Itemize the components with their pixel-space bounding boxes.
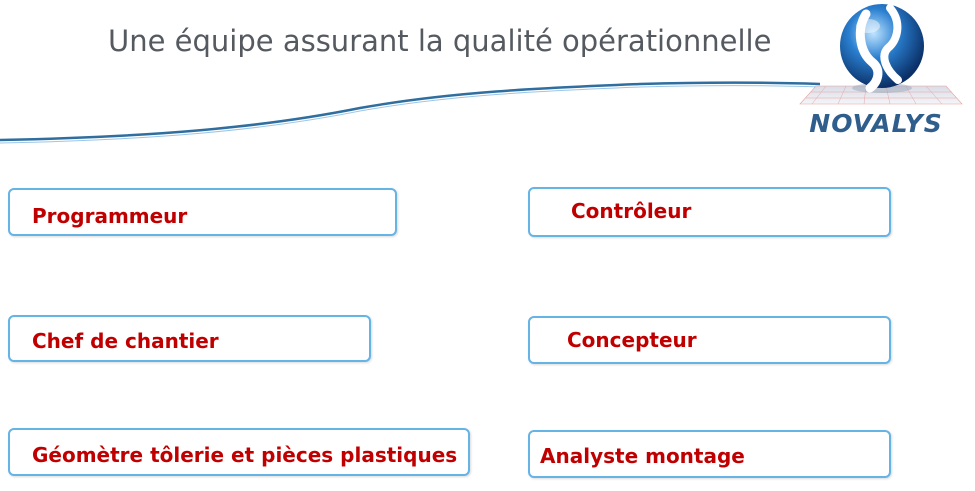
role-box-geometre: Géomètre tôlerie et pièces plastiques (8, 428, 470, 476)
role-label: Contrôleur (571, 199, 692, 223)
role-label: Chef de chantier (32, 329, 219, 353)
page-title: Une équipe assurant la qualité opération… (108, 24, 772, 58)
role-label: Concepteur (567, 328, 697, 352)
role-box-controleur: Contrôleur (528, 187, 891, 237)
novalys-globe-icon (799, 4, 963, 105)
role-box-programmeur: Programmeur (8, 188, 397, 236)
role-box-analyste-montage: Analyste montage (528, 430, 891, 478)
header-swoosh-line (0, 81, 821, 144)
logo-wordmark: NOVALYS (809, 109, 943, 138)
role-label: Analyste montage (540, 444, 745, 468)
role-label: Programmeur (32, 204, 188, 228)
role-box-chef-de-chantier: Chef de chantier (8, 315, 371, 362)
role-label: Géomètre tôlerie et pièces plastiques (32, 443, 458, 467)
role-box-concepteur: Concepteur (528, 316, 891, 364)
